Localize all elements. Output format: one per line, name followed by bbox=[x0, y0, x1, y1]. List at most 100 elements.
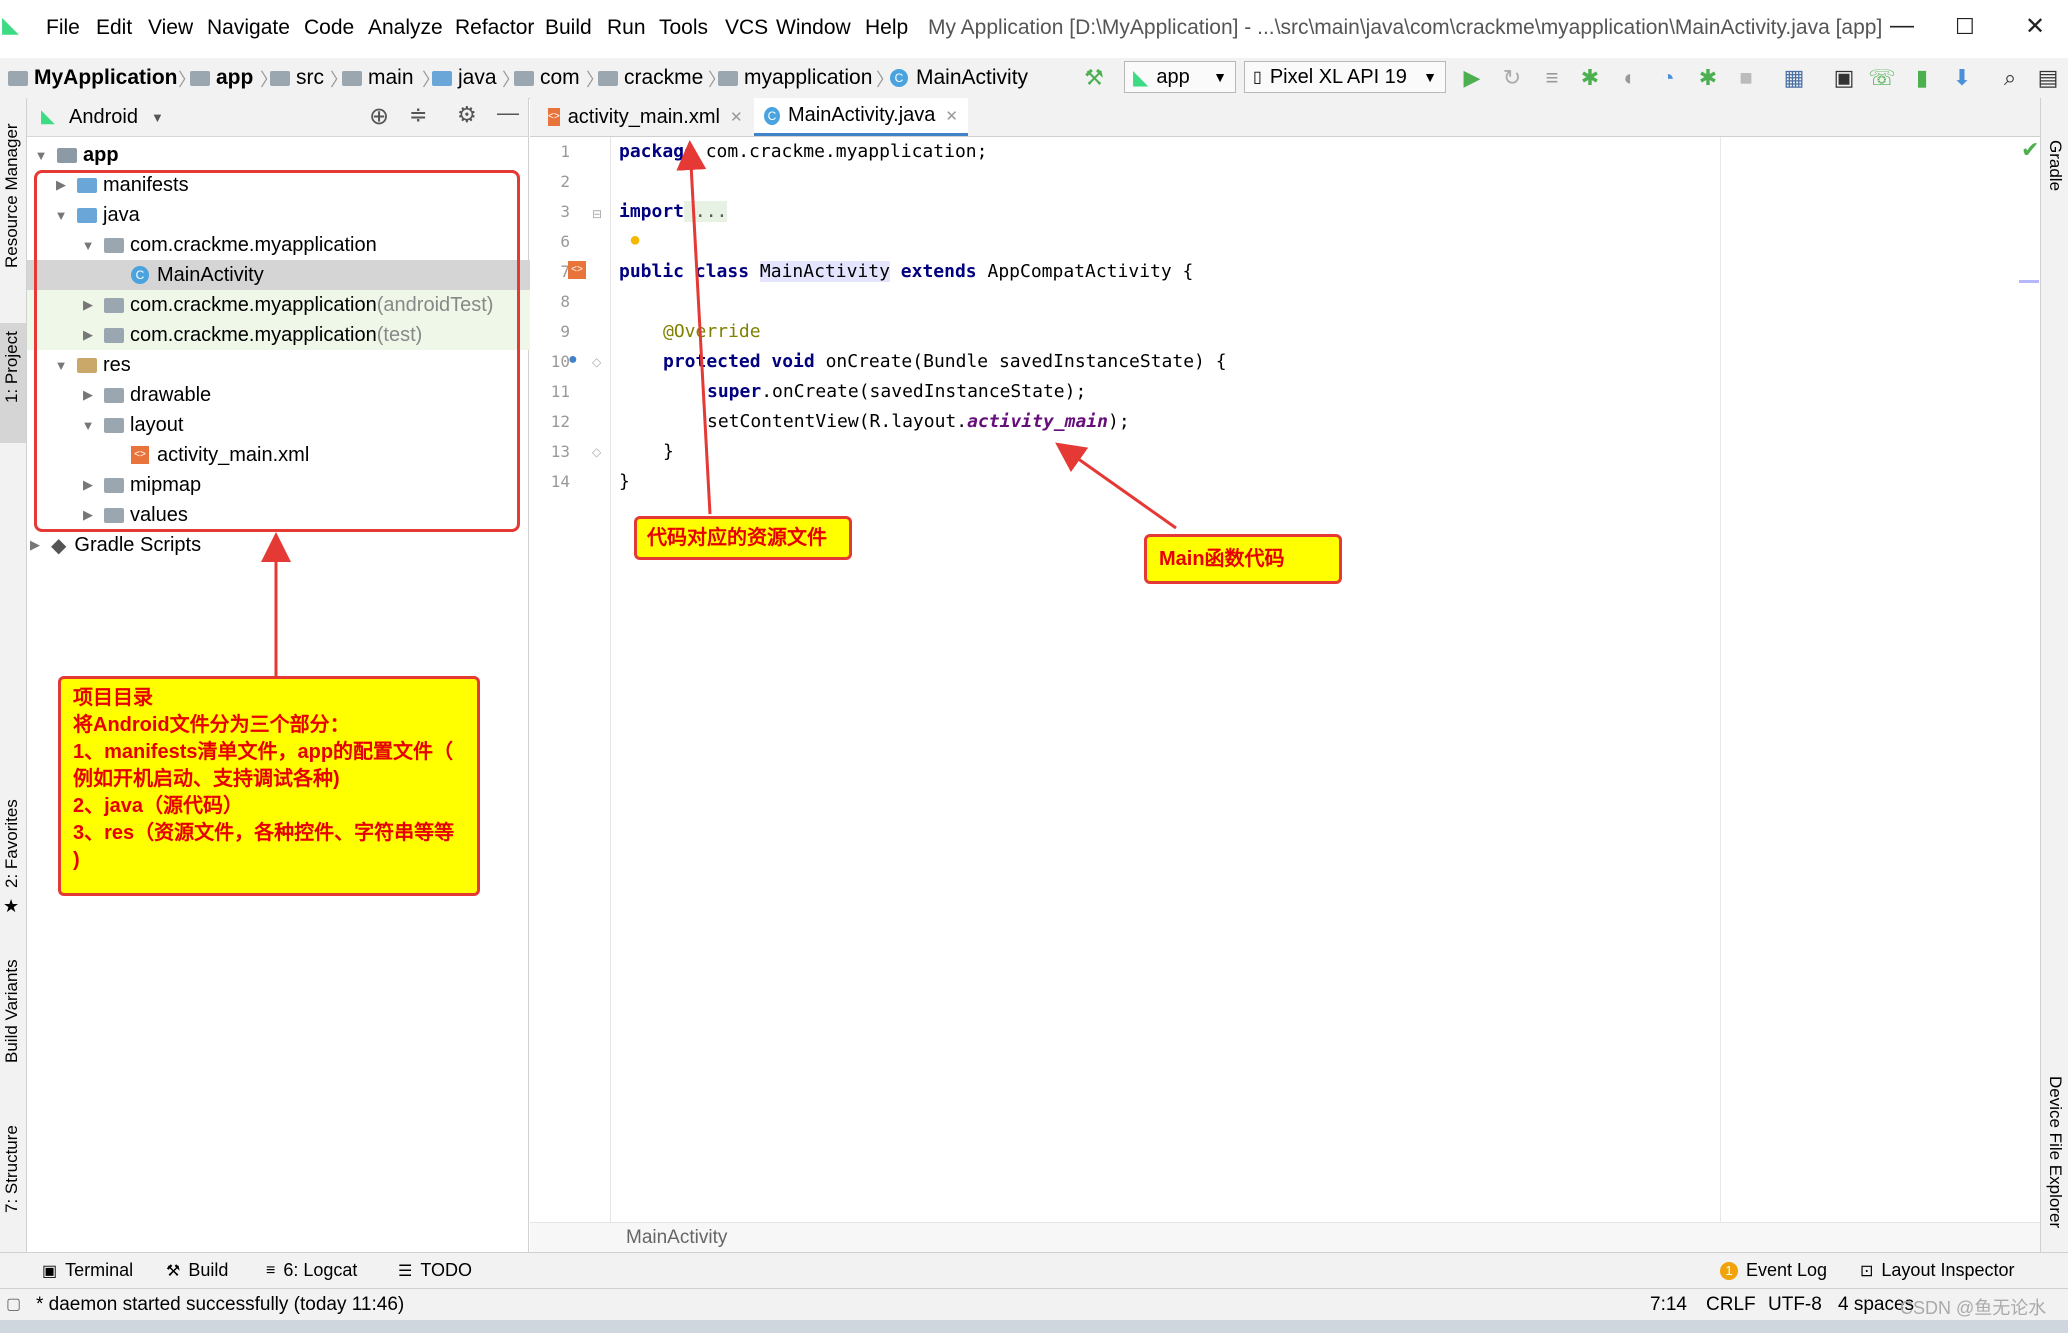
coverage-icon[interactable]: ◐ bbox=[1623, 65, 1637, 90]
gear-icon[interactable]: ⚙ bbox=[457, 102, 477, 127]
tree-item-java[interactable]: ▼ java bbox=[54, 203, 140, 226]
profile-icon[interactable]: ◔ bbox=[1661, 65, 1675, 90]
tree-item-activity-main-xml[interactable]: <> activity_main.xml bbox=[27, 440, 607, 470]
breadcrumb-main[interactable]: main bbox=[342, 63, 414, 93]
expand-arrow-icon[interactable]: ▶ bbox=[83, 507, 93, 522]
fold-icon[interactable]: ⊟ bbox=[592, 207, 603, 221]
tool-layout-inspector[interactable]: ⊡Layout Inspector bbox=[1860, 1260, 2015, 1280]
debug-icon[interactable]: ✱ bbox=[1580, 65, 1600, 90]
expand-arrow-icon[interactable]: ▼ bbox=[81, 417, 95, 433]
project-view-selector[interactable]: Android bbox=[69, 106, 138, 128]
breadcrumb-java[interactable]: java bbox=[432, 63, 497, 93]
breadcrumb-com[interactable]: com bbox=[514, 63, 580, 93]
indent-setting[interactable]: 4 spaces bbox=[1838, 1294, 1915, 1315]
expand-arrow-icon[interactable]: ▼ bbox=[34, 147, 48, 163]
menu-run[interactable]: Run bbox=[607, 16, 646, 39]
sdk-manager-icon[interactable]: ⬇ bbox=[1952, 65, 1972, 90]
menu-tools[interactable]: Tools bbox=[659, 16, 709, 39]
menu-build[interactable]: Build bbox=[545, 16, 592, 39]
breadcrumb-class[interactable]: MainActivity bbox=[626, 1227, 728, 1248]
tab-gradle[interactable]: Gradle bbox=[2046, 140, 2065, 192]
override-gutter-icon[interactable]: ● bbox=[568, 351, 578, 368]
caret-position[interactable]: 7:14 bbox=[1650, 1294, 1687, 1315]
menu-refactor[interactable]: Refactor bbox=[455, 16, 535, 39]
breadcrumb-crackme[interactable]: crackme bbox=[598, 63, 703, 93]
tree-item-app[interactable]: ▼ app bbox=[34, 143, 119, 166]
tab-resource-manager[interactable]: Resource Manager bbox=[2, 123, 21, 268]
fold-icon[interactable]: ◇ bbox=[592, 355, 602, 369]
menu-vcs[interactable]: VCS bbox=[725, 16, 769, 39]
run-config-dropdown[interactable]: ◣ app ▼ bbox=[1124, 61, 1236, 93]
no-problems-check-icon[interactable]: ✔ bbox=[2021, 137, 2040, 162]
expand-arrow-icon[interactable]: ▼ bbox=[81, 237, 95, 253]
tool-build[interactable]: ⚒Build bbox=[166, 1260, 229, 1280]
code-editor[interactable]: package com.crackme.myapplication; impor… bbox=[611, 137, 2040, 1222]
sync-gradle-icon[interactable]: ▣ bbox=[1833, 65, 1855, 90]
minimize-icon[interactable]: — bbox=[1890, 12, 1914, 39]
related-xml-gutter-icon[interactable]: <> bbox=[568, 261, 586, 279]
expand-arrow-icon[interactable]: ▶ bbox=[83, 477, 93, 492]
tab-structure[interactable]: 7: Structure bbox=[2, 1125, 21, 1213]
tab-mainactivity-java[interactable]: C MainActivity.java ✕ bbox=[754, 98, 968, 136]
tool-logcat[interactable]: ≡6: Logcat bbox=[266, 1260, 358, 1280]
device-manager-icon[interactable]: ▮ bbox=[1915, 65, 1929, 90]
tree-item-res[interactable]: ▼ res bbox=[54, 353, 131, 376]
menu-navigate[interactable]: Navigate bbox=[207, 16, 290, 39]
expand-arrow-icon[interactable]: ▶ bbox=[83, 327, 93, 342]
hide-panel-icon[interactable]: — bbox=[497, 100, 519, 125]
maximize-icon[interactable]: ☐ bbox=[1955, 14, 1975, 39]
menu-edit[interactable]: Edit bbox=[96, 16, 133, 39]
fold-icon[interactable]: ◇ bbox=[592, 445, 602, 459]
menu-analyze[interactable]: Analyze bbox=[368, 16, 443, 39]
tree-item-mainactivity[interactable]: C MainActivity bbox=[27, 260, 607, 290]
menu-view[interactable]: View bbox=[148, 16, 194, 39]
tree-item-package-main[interactable]: ▼ com.crackme.myapplication bbox=[81, 233, 377, 256]
line-separator[interactable]: CRLF bbox=[1706, 1294, 1756, 1315]
project-structure-icon[interactable]: ▦ bbox=[1783, 65, 1805, 90]
apply-code-changes-icon[interactable]: ≡ bbox=[1545, 65, 1559, 90]
expand-arrow-icon[interactable]: ▼ bbox=[54, 207, 68, 223]
tree-item-package-test[interactable]: ▶ com.crackme.myapplication (test) bbox=[27, 320, 580, 350]
menu-window[interactable]: Window bbox=[776, 16, 851, 39]
run-icon[interactable]: ▶ bbox=[1463, 65, 1481, 90]
tree-item-manifests[interactable]: ▶ manifests bbox=[27, 170, 553, 200]
tab-build-variants[interactable]: Build Variants bbox=[2, 959, 21, 1063]
expand-arrow-icon[interactable]: ▶ bbox=[56, 177, 66, 192]
menu-file[interactable]: File bbox=[46, 16, 80, 39]
search-icon[interactable]: ⌕ bbox=[2003, 65, 2017, 90]
tree-item-package-androidtest[interactable]: ▶ com.crackme.myapplication (androidTest… bbox=[27, 290, 580, 320]
apply-changes-icon[interactable]: ↻ bbox=[1502, 65, 1522, 90]
locate-file-icon[interactable]: ⊕ bbox=[369, 103, 390, 130]
expand-arrow-icon[interactable]: ▼ bbox=[54, 357, 68, 373]
tree-item-values[interactable]: ▶ values bbox=[27, 500, 580, 530]
tool-todo[interactable]: ☰TODO bbox=[398, 1260, 473, 1280]
breadcrumb-src[interactable]: src bbox=[270, 63, 324, 93]
lightbulb-icon[interactable]: ● bbox=[629, 229, 642, 251]
expand-arrow-icon[interactable]: ▶ bbox=[83, 297, 93, 312]
chevron-down-icon[interactable]: ▼ bbox=[151, 110, 164, 125]
file-encoding[interactable]: UTF-8 bbox=[1768, 1294, 1822, 1315]
tab-project[interactable]: 1: Project bbox=[2, 331, 21, 403]
close-tab-icon[interactable]: ✕ bbox=[945, 107, 958, 125]
menu-code[interactable]: Code bbox=[304, 16, 355, 39]
close-icon[interactable]: ✕ bbox=[2025, 13, 2046, 40]
tab-activity-main-xml[interactable]: <> activity_main.xml ✕ bbox=[538, 98, 748, 136]
status-message[interactable]: * daemon started successfully (today 11:… bbox=[36, 1294, 405, 1315]
device-dropdown[interactable]: ▯ Pixel XL API 19 ▼ bbox=[1244, 61, 1446, 93]
tree-item-gradle-scripts[interactable]: ▶ ◆ Gradle Scripts bbox=[27, 530, 527, 560]
tree-item-layout[interactable]: ▼ layout bbox=[81, 413, 184, 436]
expand-arrow-icon[interactable]: ▶ bbox=[83, 387, 93, 402]
tab-favorites[interactable]: 2: Favorites bbox=[2, 799, 21, 888]
scrollbar-marker[interactable] bbox=[2019, 280, 2039, 283]
tab-device-file-explorer[interactable]: Device File Explorer bbox=[2046, 1076, 2065, 1229]
menu-help[interactable]: Help bbox=[865, 16, 909, 39]
collapse-all-icon[interactable]: ≑ bbox=[409, 102, 428, 127]
tree-item-drawable[interactable]: ▶ drawable bbox=[27, 380, 580, 410]
close-tab-icon[interactable]: ✕ bbox=[729, 109, 743, 126]
breadcrumb-project[interactable]: MyApplication bbox=[8, 63, 178, 93]
avd-manager-icon[interactable]: ☏ bbox=[1868, 65, 1896, 90]
attach-debugger-icon[interactable]: ✱ bbox=[1698, 65, 1718, 90]
stop-icon[interactable]: ■ bbox=[1739, 65, 1753, 90]
